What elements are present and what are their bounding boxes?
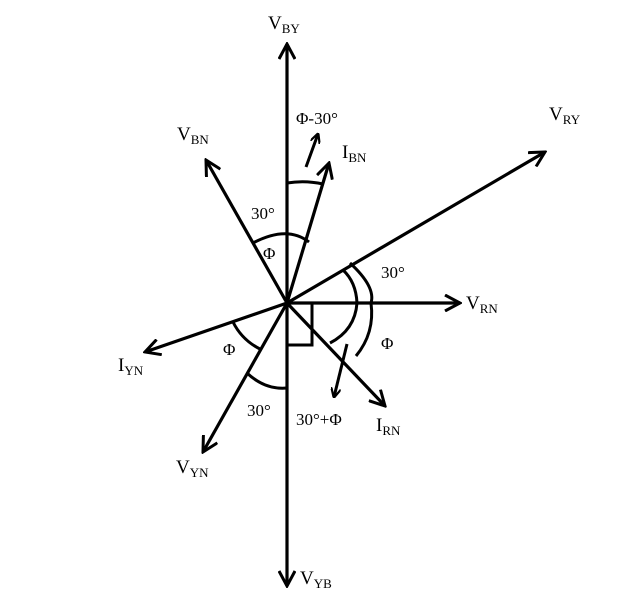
iyn-phasor: [145, 301, 288, 352]
angle-phi-left-label: Φ: [223, 340, 235, 359]
vbn-label: VBN: [177, 124, 209, 147]
phi-minus-30-arrow: [304, 134, 318, 168]
thirty-plus-phi-arrow: [334, 343, 349, 397]
angle-thirty-top-label: 30°: [251, 204, 275, 223]
arc-left-phi: [231, 321, 261, 351]
angle-phi-right-label: Φ: [381, 334, 393, 353]
angle-phi-minus-30-label: Φ-30°: [296, 109, 338, 128]
vyb-label: VYB: [300, 568, 332, 591]
vrn-label: VRN: [466, 293, 498, 316]
ibn-phasor: [285, 163, 329, 304]
angle-thirty-bottom-label: 30°: [247, 401, 271, 420]
iyn-label: IYN: [118, 355, 144, 378]
ibn-label: IBN: [342, 142, 367, 165]
right-angle-marker: [287, 303, 314, 347]
vyn-label: VYN: [176, 457, 209, 480]
arc-top-30: [286, 180, 324, 186]
vbn-phasor: [206, 160, 289, 304]
irn-label: IRN: [376, 415, 401, 438]
vyn-phasor: [203, 302, 289, 452]
arc-right-phi: [354, 302, 374, 357]
vry-phasor: [286, 152, 545, 305]
arc-bottom-30: [245, 371, 288, 390]
angle-phi-top-label: Φ: [263, 244, 275, 263]
vby-label: VBY: [268, 13, 300, 36]
arc-right-outer: [348, 261, 374, 304]
irn-phasor: [285, 301, 385, 406]
angle-thirty-right-label: 30°: [381, 263, 405, 282]
arc-top-phi: [252, 232, 310, 245]
angle-thirty-plus-phi-label: 30°+Φ: [296, 410, 342, 429]
arc-right-lower: [329, 302, 359, 345]
arc-right-30: [341, 268, 359, 304]
vry-label: VRY: [549, 104, 581, 127]
